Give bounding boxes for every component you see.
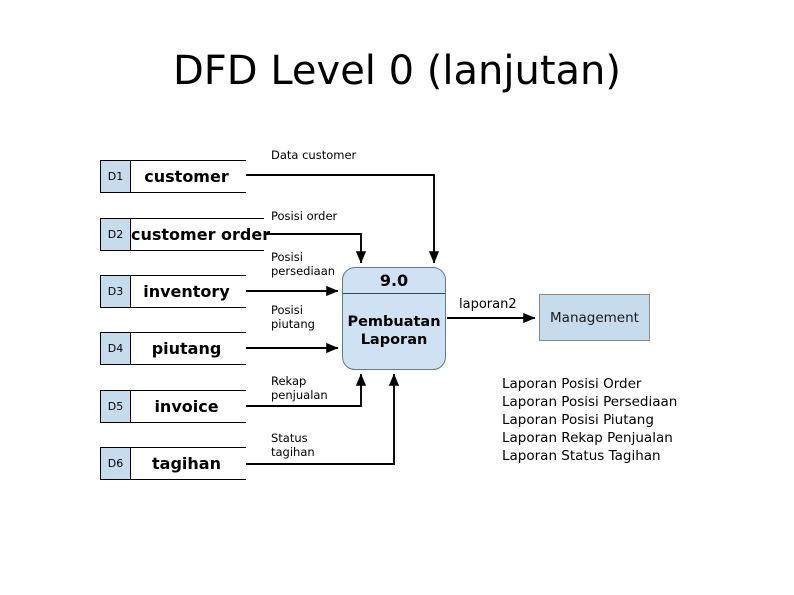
flow-label-data-customer: Data customer [271,148,357,162]
report-list-item: Laporan Rekap Penjualan [502,429,673,446]
datastore-d2[interactable]: D2 customer order [100,218,270,251]
datastore-label: invoice [154,397,219,416]
datastore-d3[interactable]: D3 inventory [100,275,246,308]
process-label: Pembuatan Laporan [347,314,441,348]
entity-management[interactable]: Management [539,294,650,341]
process-pembuatan-laporan[interactable]: 9.0 Pembuatan Laporan [342,267,446,370]
flow-label-posisi-persediaan: Posisi persediaan [271,250,336,279]
datastore-label: tagihan [152,454,221,473]
datastore-label: piutang [151,339,222,358]
report-list-item: Laporan Posisi Order [502,376,642,392]
datastore-id: D1 [101,161,131,192]
flow-label-posisi-order: Posisi order [271,209,338,223]
report-list-item: Laporan Posisi Persediaan [502,393,678,410]
datastore-id: D6 [101,448,131,479]
flow-label-posisi-piutang: Posisi piutang [271,303,315,332]
process-number: 9.0 [343,268,445,294]
datastore-id: D3 [101,276,131,307]
datastore-id: D5 [101,391,131,422]
datastore-label: inventory [143,282,230,301]
datastore-label: customer order [131,225,271,244]
report-list-item: Laporan Posisi Piutang [502,411,654,428]
datastore-d6[interactable]: D6 tagihan [100,447,246,480]
flow-label-rekap-penjualan: Rekap penjualan [271,374,328,403]
page-title: DFD Level 0 (lanjutan) [173,48,621,94]
report-list-item: Laporan Status Tagihan [502,447,661,464]
datastore-d4[interactable]: D4 piutang [100,332,246,365]
report-list: Laporan Posisi Order Laporan Posisi Pers… [502,376,677,466]
datastore-label: customer [144,167,229,186]
datastore-d1[interactable]: D1 customer [100,160,246,193]
flow-label-status-tagihan: Status tagihan [271,431,315,460]
datastore-d5[interactable]: D5 invoice [100,390,246,423]
datastore-id: D4 [101,333,131,364]
flow-label-laporan2: laporan2 [459,297,517,312]
datastore-id: D2 [101,219,131,250]
